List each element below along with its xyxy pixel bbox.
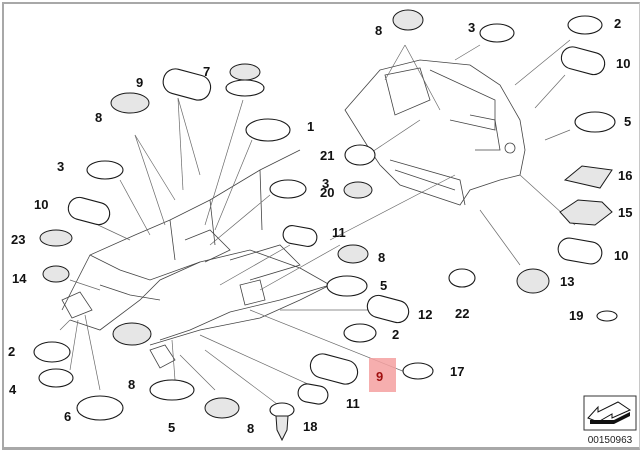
callout-label[interactable]: 19 [569, 308, 583, 323]
part-15[interactable] [559, 199, 613, 226]
callout-label[interactable]: 9 [136, 75, 143, 90]
orientation-box: 00150963 [583, 395, 637, 446]
callout-label[interactable]: 10 [616, 56, 630, 71]
callout-label[interactable]: 8 [378, 250, 385, 265]
part-17[interactable] [402, 362, 434, 380]
part-2-right[interactable] [567, 15, 603, 35]
part-16[interactable] [563, 165, 613, 189]
callout-label[interactable]: 11 [346, 396, 360, 411]
callout-label[interactable]: 2 [8, 344, 15, 359]
callout-label[interactable]: 4 [9, 382, 17, 397]
callout-label[interactable]: 7 [203, 64, 210, 79]
part-3-right[interactable] [479, 23, 515, 43]
part-13[interactable] [516, 268, 550, 294]
callout-label[interactable]: 18 [303, 419, 317, 434]
part-6[interactable] [76, 395, 124, 421]
callout-label[interactable]: 8 [247, 421, 254, 436]
callout-label[interactable]: 5 [380, 278, 387, 293]
part-14[interactable] [42, 265, 70, 283]
callout-label[interactable]: 2 [614, 16, 621, 31]
part-19[interactable] [596, 310, 618, 322]
part-10-right-top[interactable] [559, 44, 607, 77]
callout-label-selected[interactable]: 9 [376, 369, 383, 384]
part-11-top[interactable] [282, 224, 319, 248]
direction-arrow-icon [587, 401, 632, 423]
part-3-left[interactable] [86, 160, 124, 180]
part-18[interactable] [269, 402, 295, 442]
callout-label[interactable]: 8 [128, 377, 135, 392]
part-10-left[interactable] [66, 195, 112, 227]
document-number: 00150963 [588, 435, 633, 446]
callout-label[interactable]: 5 [168, 420, 175, 435]
highlight-box [369, 358, 396, 392]
callout-label[interactable]: 8 [375, 23, 382, 38]
callout-label[interactable]: 11 [332, 225, 346, 240]
callout-label[interactable]: 16 [618, 168, 632, 183]
part-7[interactable] [225, 63, 265, 97]
part-3-mid[interactable] [269, 179, 307, 199]
part-4[interactable] [38, 368, 74, 388]
part-9-bottom[interactable] [308, 351, 361, 387]
callout-label[interactable]: 3 [468, 20, 475, 35]
callout-labels: 9 7 8 1 3 3 10 11 23 14 8 5 12 2 2 4 8 6… [8, 16, 632, 436]
callout-label[interactable]: 2 [392, 327, 399, 342]
part-8-left[interactable] [112, 322, 152, 346]
callout-label[interactable]: 8 [95, 110, 102, 125]
callout-label[interactable]: 5 [624, 114, 631, 129]
callout-label[interactable]: 10 [34, 197, 48, 212]
part-21[interactable] [344, 144, 376, 166]
car-body-front-floor [61, 149, 332, 369]
callout-label[interactable]: 22 [455, 306, 469, 321]
part-12[interactable] [365, 293, 411, 325]
callout-label[interactable]: 12 [418, 307, 432, 322]
part-20[interactable] [343, 181, 373, 199]
callout-label[interactable]: 3 [57, 159, 64, 174]
callout-label[interactable]: 17 [450, 364, 464, 379]
part-8-mid[interactable] [337, 244, 369, 264]
callout-label[interactable]: 6 [64, 409, 71, 424]
callout-label[interactable]: 15 [618, 205, 632, 220]
part-5-bottom[interactable] [149, 379, 195, 401]
callout-label[interactable]: 13 [560, 274, 574, 289]
part-5-mid[interactable] [326, 275, 368, 297]
leader-lines [59, 39, 576, 411]
callout-label[interactable]: 20 [320, 185, 334, 200]
part-10-right-bottom[interactable] [556, 236, 603, 265]
part-8-top-left[interactable] [110, 92, 150, 114]
callout-label[interactable]: 23 [11, 232, 25, 247]
part-9-top[interactable] [160, 66, 213, 103]
callout-label[interactable]: 21 [320, 148, 334, 163]
callout-label[interactable]: 1 [307, 119, 314, 134]
part-2-mid[interactable] [343, 323, 377, 343]
callout-label[interactable]: 3 [322, 176, 329, 191]
part-5-right[interactable] [574, 111, 616, 133]
diagram-frame [2, 2, 640, 450]
callout-label[interactable]: 14 [12, 271, 27, 286]
callout-label[interactable]: 10 [614, 248, 628, 263]
part-22[interactable] [448, 268, 476, 288]
part-8-right[interactable] [392, 9, 424, 31]
part-1[interactable] [245, 118, 291, 142]
part-8-bottom[interactable] [204, 397, 240, 419]
part-2-left[interactable] [33, 341, 71, 363]
car-body-rear [344, 59, 526, 206]
part-23[interactable] [39, 229, 73, 247]
part-11-bottom[interactable] [297, 383, 330, 406]
